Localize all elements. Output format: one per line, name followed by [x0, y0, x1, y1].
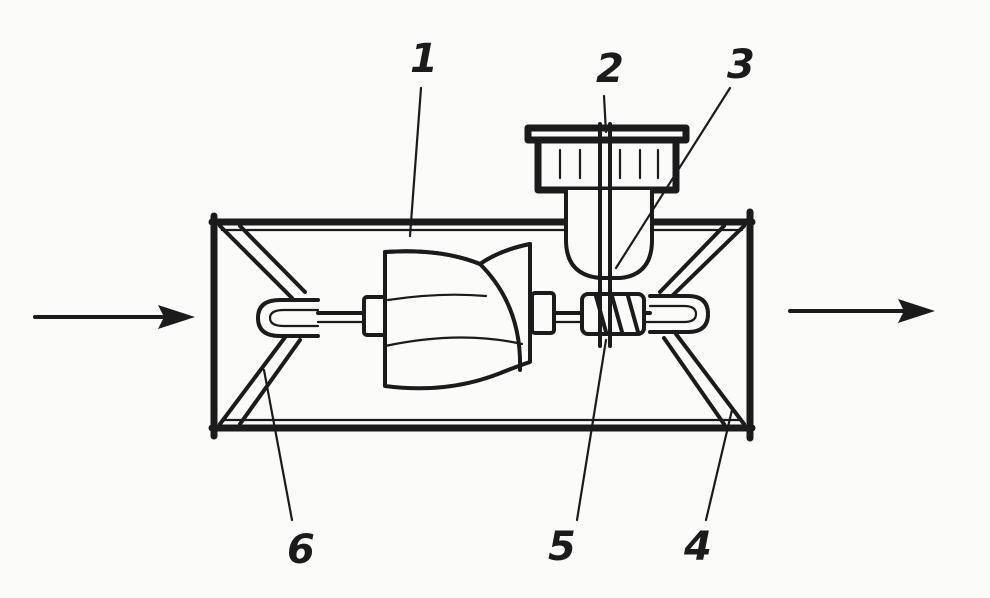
right-bearing-hub [530, 291, 556, 335]
label-turbine: 1 [410, 36, 438, 82]
inlet-flow-arrow [33, 305, 195, 329]
label-outlet-straightener: 4 [683, 524, 712, 570]
label-counter: 2 [596, 46, 624, 92]
left-bearing-hub [362, 295, 388, 337]
turbine-rotor [383, 242, 532, 391]
inlet-flow-straightener [218, 224, 320, 426]
pipe-body [208, 208, 756, 442]
outlet-flow-arrow [788, 299, 935, 323]
transmission-shaft [598, 122, 612, 348]
counter-housing [524, 124, 690, 280]
label-shaft: 3 [727, 42, 755, 88]
label-inlet-straightener: 6 [287, 527, 315, 573]
outlet-flow-straightener [648, 224, 746, 426]
leader-lines [262, 86, 734, 522]
worm-gear [580, 292, 646, 336]
label-worm-gear: 5 [548, 524, 576, 570]
